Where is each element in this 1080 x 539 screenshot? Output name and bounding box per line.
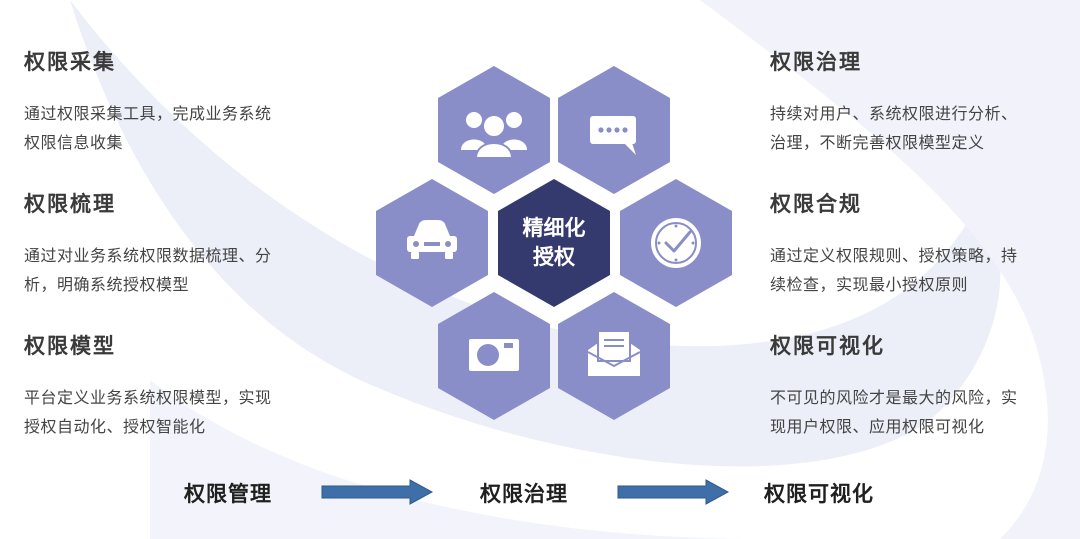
mail-icon [587, 330, 641, 376]
block-desc-line: 持续对用户、系统权限进行分析、 [770, 104, 1018, 123]
block-desc-line: 通过权限采集工具，完成业务系统 [24, 104, 272, 123]
chat-bubble-icon [590, 116, 636, 155]
block-title: 权限合规 [770, 192, 862, 216]
block-desc: 通过定义权限规则、授权策略，持 续检查，实现最小授权原则 [770, 241, 1018, 299]
block-desc-line: 授权自动化、授权智能化 [24, 417, 206, 436]
users-icon [461, 112, 527, 159]
camera-icon [469, 339, 519, 371]
block-desc: 平台定义业务系统权限模型，实现 授权自动化、授权智能化 [24, 383, 272, 441]
car-icon [407, 220, 457, 259]
flow-arrow-1 [321, 479, 434, 505]
block-title: 权限可视化 [770, 334, 885, 358]
center-label-line1: 精细化 [523, 216, 586, 240]
flow-step-1: 权限管理 [184, 482, 272, 506]
hex-camera [438, 292, 550, 420]
block-desc-line: 通过对业务系统权限数据梳理、分 [24, 246, 272, 265]
block-title: 权限梳理 [24, 192, 116, 216]
block-desc: 通过权限采集工具，完成业务系统 权限信息收集 [24, 99, 272, 157]
block-desc-line: 不可见的风险才是最大的风险，实 [770, 388, 1018, 407]
hex-chat [558, 66, 670, 194]
block-desc-line: 通过定义权限规则、授权策略，持 [770, 246, 1018, 265]
center-label-line2: 授权 [533, 245, 575, 269]
hex-users [438, 66, 550, 194]
block-desc-line: 治理，不断完善权限模型定义 [770, 133, 985, 152]
block-desc: 通过对业务系统权限数据梳理、分 析，明确系统授权模型 [24, 241, 272, 299]
block-left-2: 权限模型 平台定义业务系统权限模型，实现 授权自动化、授权智能化 [24, 330, 272, 441]
block-title: 权限模型 [24, 334, 116, 358]
block-desc-line: 析，明确系统授权模型 [24, 275, 190, 294]
block-desc: 不可见的风险才是最大的风险，实 现用户权限、应用权限可视化 [770, 383, 1018, 441]
block-left-1: 权限梳理 通过对业务系统权限数据梳理、分 析，明确系统授权模型 [24, 188, 272, 299]
clock-icon [651, 218, 701, 268]
block-desc-line: 续检查，实现最小授权原则 [770, 275, 969, 294]
block-title: 权限治理 [770, 50, 862, 74]
block-desc-line: 平台定义业务系统权限模型，实现 [24, 388, 272, 407]
block-desc-line: 权限信息收集 [24, 133, 124, 152]
flow-step-2: 权限治理 [480, 482, 568, 506]
hex-center: 精细化 授权 [498, 179, 610, 307]
block-right-0: 权限治理 持续对用户、系统权限进行分析、 治理，不断完善权限模型定义 [770, 46, 1018, 157]
block-title: 权限采集 [24, 50, 116, 74]
block-desc: 持续对用户、系统权限进行分析、 治理，不断完善权限模型定义 [770, 99, 1018, 157]
block-left-0: 权限采集 通过权限采集工具，完成业务系统 权限信息收集 [24, 46, 272, 157]
block-right-2: 权限可视化 不可见的风险才是最大的风险，实 现用户权限、应用权限可视化 [770, 330, 1018, 441]
flow-step-3: 权限可视化 [764, 482, 874, 506]
hex-clock [620, 179, 732, 307]
flow-arrow-2 [617, 479, 730, 505]
hex-car [376, 179, 488, 307]
block-right-1: 权限合规 通过定义权限规则、授权策略，持 续检查，实现最小授权原则 [770, 188, 1018, 299]
block-desc-line: 现用户权限、应用权限可视化 [770, 417, 985, 436]
hex-mail [558, 292, 670, 420]
